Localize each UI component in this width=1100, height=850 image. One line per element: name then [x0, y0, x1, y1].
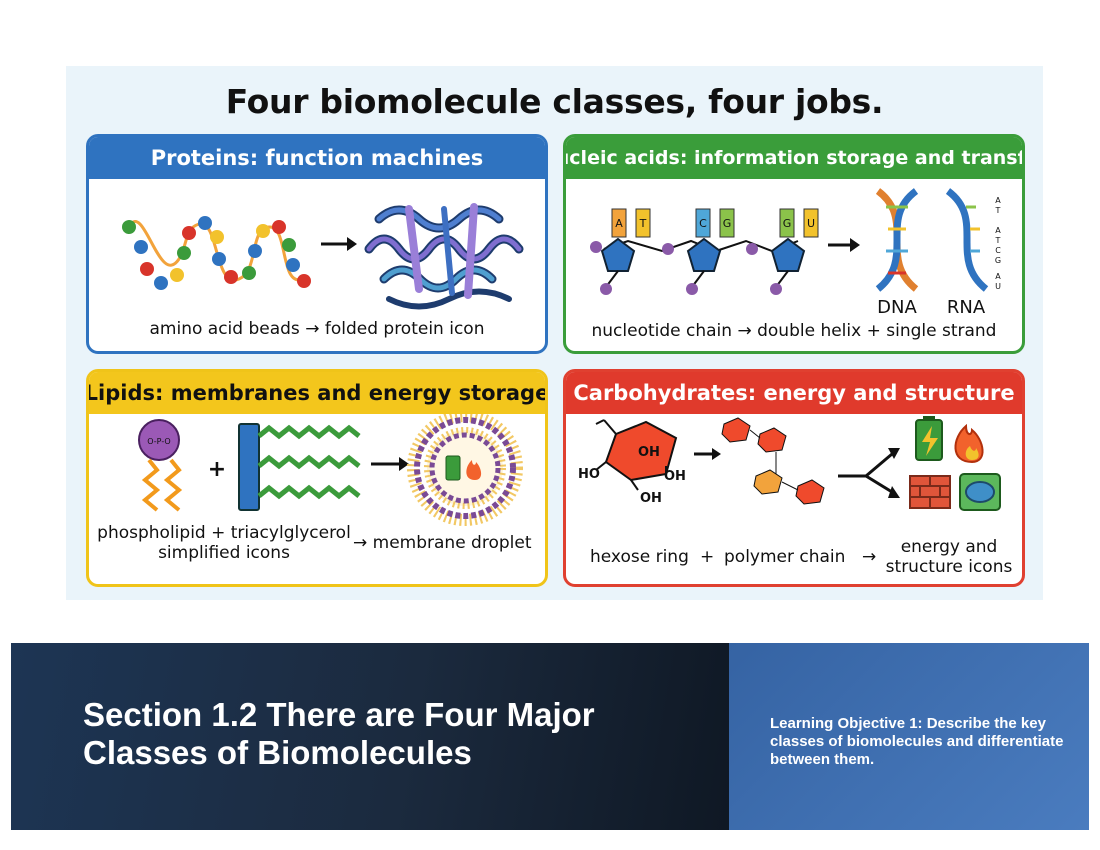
helix-letter: C — [995, 246, 1001, 255]
arrow-icon — [828, 238, 860, 252]
helix-letter: T — [995, 236, 1001, 245]
learning-objective-area: Learning Objective 1: Describe the key c… — [729, 643, 1089, 830]
rna-label: RNA — [947, 297, 986, 318]
membrane-droplet-icon — [407, 414, 523, 526]
carb-caption-arrow: → — [862, 547, 877, 567]
helix-letter: A — [995, 196, 1001, 205]
lipids-header: Lipids: membranes and energy storage — [89, 372, 545, 414]
phospholipid-head-label: O-P-O — [147, 437, 170, 446]
arrow-icon — [321, 237, 357, 251]
carb-caption-end: energy and structure icons — [884, 537, 1014, 577]
battery-icon — [915, 416, 943, 461]
base-label: G — [783, 217, 792, 230]
section-title: Section 1.2 There are Four Major Classes… — [83, 696, 595, 771]
helix-letter: G — [995, 256, 1001, 265]
lipids-panel: Lipids: membranes and energy storage O-P… — [86, 369, 548, 587]
lipid-illustration: O-P-O + — [138, 414, 523, 526]
hexose-ring-icon: OH HO OH OH — [578, 419, 686, 506]
arrow-icon — [694, 448, 721, 460]
dna-double-helix-icon — [875, 188, 919, 292]
base-label: T — [639, 217, 647, 230]
helix-letter: A — [995, 272, 1001, 281]
nucleic-acids-panel: Nucleic acids: information storage and t… — [563, 134, 1025, 354]
base-label: C — [699, 217, 707, 230]
section-banner: Section 1.2 There are Four Major Classes… — [11, 643, 1089, 830]
carb-caption-plus: + — [700, 547, 715, 567]
nucleotide-illustration: A T C G G U — [590, 188, 1002, 318]
carb-caption-end-line1: energy and — [900, 537, 998, 557]
base-label: G — [723, 217, 732, 230]
section-title-area: Section 1.2 There are Four Major Classes… — [11, 643, 729, 830]
figure-title: Four biomolecule classes, four jobs. — [225, 82, 884, 121]
carbohydrates-header: Carbohydrates: energy and structure — [566, 372, 1022, 414]
lipids-caption-line2: simplified icons — [158, 543, 290, 563]
base-label: A — [615, 217, 623, 230]
learning-objective: Learning Objective 1: Describe the key c… — [770, 715, 1064, 768]
polymer-chain-icon — [721, 417, 825, 505]
nucleotide-chain: A T C G G U — [590, 208, 819, 295]
lipids-caption-line1: phospholipid + triacylglycerol — [97, 523, 351, 543]
proteins-caption: amino acid beads → folded protein icon — [149, 319, 485, 339]
carbohydrate-illustration: OH HO OH OH — [578, 416, 1001, 511]
folded-protein-icon — [364, 203, 524, 310]
biomolecule-figure: Four biomolecule classes, four jobs. Pro… — [66, 66, 1043, 600]
triacylglycerol-icon — [238, 423, 361, 511]
nucleic-acids-header: Nucleic acids: information storage and t… — [566, 137, 1022, 179]
amino-acid-bead-chain — [122, 216, 311, 290]
ring-label: HO — [578, 467, 600, 482]
helix-letter: T — [995, 206, 1001, 215]
plus-sign: + — [208, 457, 226, 482]
lipids-caption: phospholipid + triacylglycerol simplifie… — [89, 523, 389, 563]
proteins-panel: Proteins: function machines — [86, 134, 548, 354]
carb-caption-hexose: hexose ring — [590, 547, 689, 567]
arrow-icon — [371, 457, 409, 471]
base-label: U — [807, 217, 815, 230]
helix-letter: U — [995, 282, 1001, 291]
helix-letter: A — [995, 226, 1001, 235]
brick-wall-icon — [909, 475, 951, 509]
dna-label: DNA — [877, 297, 917, 318]
proteins-header: Proteins: function machines — [89, 137, 545, 179]
flame-icon — [954, 423, 984, 464]
ring-label: OH — [664, 469, 686, 484]
nucleic-acids-caption: nucleotide chain → double helix + single… — [591, 321, 997, 341]
ring-label: OH — [640, 491, 662, 506]
plant-cell-icon — [959, 473, 1001, 511]
lipids-caption-arrow: → membrane droplet — [353, 533, 532, 553]
protein-illustration — [122, 203, 524, 310]
carbohydrates-panel: Carbohydrates: energy and structure OH H… — [563, 369, 1025, 587]
phospholipid-icon: O-P-O — [138, 419, 183, 512]
carb-caption-polymer: polymer chain — [724, 547, 846, 567]
branch-arrows-icon — [838, 448, 900, 498]
rna-single-strand-icon — [945, 188, 989, 292]
helix-letters: A T A T C G A U — [995, 196, 1002, 291]
ring-label: OH — [638, 445, 660, 460]
carb-caption-end-line2: structure icons — [885, 557, 1013, 577]
